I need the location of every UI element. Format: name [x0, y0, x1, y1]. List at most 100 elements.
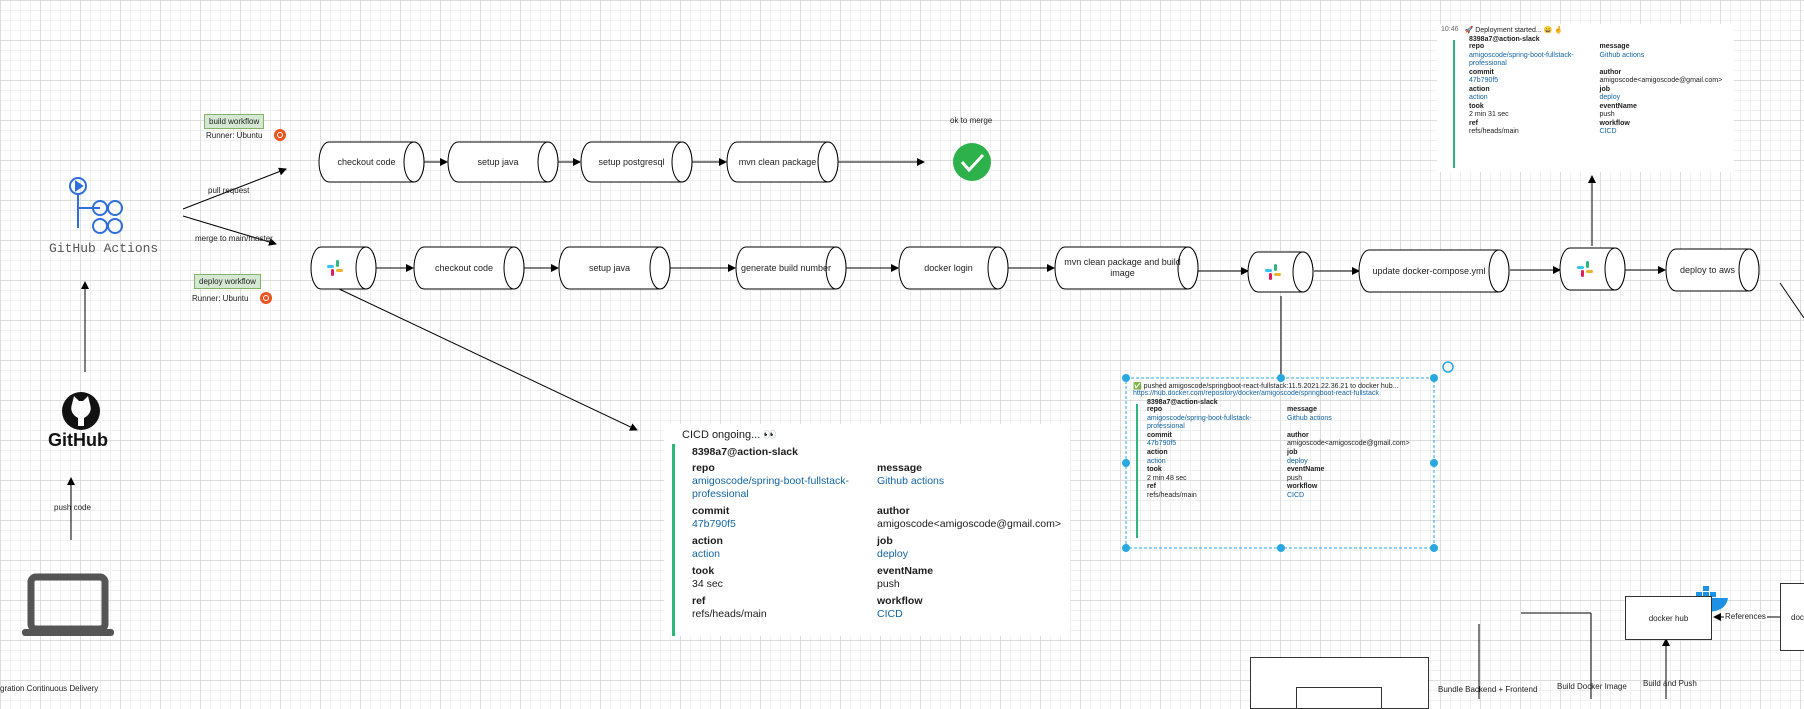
- slack-field-value: 34 sec: [692, 578, 723, 590]
- slack-field-value: amigoscode<amigoscode@gmail.com>: [1287, 440, 1410, 448]
- slack-field-value[interactable]: 47b790f5: [692, 518, 736, 530]
- slack-icon: [311, 247, 366, 289]
- slack-field-value[interactable]: CICD: [877, 608, 903, 620]
- merge-label: merge to main/master: [195, 234, 273, 243]
- slack-field-key: workflow: [1287, 483, 1318, 491]
- caption-label: gration Continuous Delivery: [0, 684, 99, 693]
- slack-field-key: ref: [692, 595, 706, 607]
- slack-header: CICD ongoing... 👀: [682, 429, 778, 441]
- slack-field-value: push: [1287, 474, 1303, 482]
- slack-field-value[interactable]: amigoscode/spring-boot-fullstack-profess…: [692, 475, 849, 500]
- deploy-step-checkout: checkout code: [434, 262, 494, 273]
- slack-message-mid[interactable]: ✅ pushed amigoscode/springboot-react-ful…: [1130, 382, 1430, 544]
- slack-field-value[interactable]: 47b790f5: [1469, 77, 1499, 84]
- build-step-postgresql: setup postgresql: [598, 156, 665, 167]
- slack-field-value: 2 min 48 sec: [1147, 474, 1187, 482]
- build-runner-label: Runner: Ubuntu: [206, 131, 263, 140]
- slack-field-value[interactable]: amigoscode/spring-boot-fullstack-profess…: [1469, 51, 1574, 68]
- slack-field-key: action: [1147, 448, 1168, 456]
- slack-field-value: amigoscode<amigoscode@gmail.com>: [877, 518, 1062, 530]
- slack-account: 8398a7@action-slack: [1469, 36, 1540, 43]
- slack-field-value[interactable]: action: [1469, 94, 1488, 101]
- slack-field-value: refs/heads/main: [692, 608, 767, 620]
- github-label: GitHub: [48, 430, 108, 450]
- build-step-java: setup java: [477, 156, 519, 167]
- slack-field-value[interactable]: Github actions: [1599, 51, 1645, 59]
- slack-field-key: ref: [1147, 483, 1156, 491]
- slack-field-value: push: [1599, 111, 1615, 118]
- slack-field-key: eventName: [1599, 102, 1637, 110]
- slack-field-key: eventName: [877, 565, 934, 577]
- slack-field-key: message: [1599, 43, 1630, 50]
- slack-field-key: message: [1287, 406, 1317, 413]
- slack-account: 8398a7@action-slack: [1147, 399, 1218, 406]
- build-workflow-tag: build workflow: [204, 114, 265, 129]
- deploy-runner-label: Runner: Ubuntu: [192, 294, 249, 303]
- slack-field-value[interactable]: deploy: [1287, 457, 1308, 465]
- slack-field-value: push: [877, 578, 900, 590]
- slack-attachment-bar: [1453, 40, 1455, 168]
- slack-field-value[interactable]: amigoscode/spring-boot-fullstack-profess…: [1147, 414, 1252, 431]
- slack-icon: [1248, 252, 1303, 292]
- docker-icon: [1688, 584, 1730, 614]
- slack-field-value: 2 min 31 sec: [1469, 111, 1509, 118]
- slack-field-value[interactable]: Github actions: [1287, 414, 1332, 422]
- deploy-step-compose: update docker-compose.yml: [1372, 265, 1486, 276]
- slack-field-key: commit: [1147, 431, 1172, 439]
- slack-field-value[interactable]: 47b790f5: [1147, 440, 1177, 448]
- slack-account: 8398a7@action-slack: [692, 446, 798, 458]
- slack-icon: [1560, 248, 1615, 290]
- inner-box: [1296, 687, 1382, 709]
- slack-field-key: job: [877, 535, 893, 547]
- pull-request-label: pull request: [208, 186, 250, 195]
- slack-field-value[interactable]: Github actions: [877, 475, 945, 487]
- slack-field-value[interactable]: deploy: [1599, 94, 1621, 101]
- github-actions-label: GitHub Actions: [49, 241, 159, 256]
- slack-field-key: job: [1287, 448, 1298, 456]
- slack-field-key: author: [877, 505, 910, 517]
- slack-field-key: workflow: [877, 595, 923, 607]
- push-code-label: push code: [54, 503, 91, 512]
- slack-field-key: commit: [1469, 68, 1494, 76]
- deploy-step-mvn-build-image: mvn clean package and build image: [1064, 257, 1181, 278]
- slack-field-value: refs/heads/main: [1469, 128, 1519, 135]
- build-docker-image-label: Build Docker Image: [1557, 682, 1627, 691]
- slack-field-value[interactable]: CICD: [1599, 128, 1617, 135]
- ok-to-merge-label: ok to merge: [950, 116, 993, 125]
- slack-link[interactable]: https://hub.docker.com/repository/docker…: [1133, 390, 1379, 397]
- slack-attachment-bar: [1136, 404, 1138, 538]
- slack-field-value[interactable]: CICD: [1287, 491, 1305, 499]
- slack-header: 🚀 Deployment started... 😄 🤞: [1464, 27, 1564, 34]
- check-icon: [953, 143, 991, 181]
- slack-field-key: author: [1287, 431, 1309, 439]
- deploy-step-docker-login: docker login: [924, 262, 973, 273]
- slack-field-value[interactable]: action: [692, 548, 721, 560]
- slack-field-key: took: [1469, 102, 1484, 110]
- slack-field-value[interactable]: action: [1147, 457, 1166, 465]
- slack-field-key: author: [1599, 68, 1622, 76]
- slack-field-value[interactable]: deploy: [877, 548, 908, 560]
- slack-field-key: took: [1147, 466, 1162, 474]
- slack-field-key: repo: [1469, 43, 1485, 50]
- slack-field-key: workflow: [1599, 119, 1630, 127]
- slack-message-top: 10:46 🚀 Deployment started... 😄 🤞 8398a7…: [1437, 24, 1734, 172]
- deploy-step-aws: deploy to aws: [1679, 264, 1736, 275]
